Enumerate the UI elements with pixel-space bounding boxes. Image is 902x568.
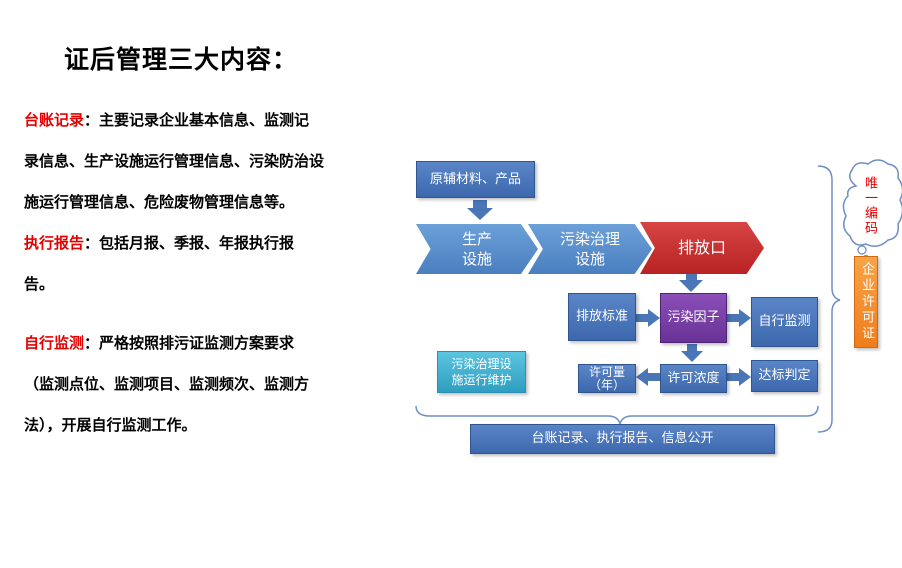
section-ledger: 台账记录：主要记录企业基本信息、监测记录信息、生产设施运行管理信息、污染防治设施…: [24, 100, 324, 223]
section-sep: ：: [84, 111, 100, 129]
factor-box: 污染因子: [660, 293, 727, 343]
page-title: 证后管理三大内容：: [64, 45, 299, 74]
outlet-chevron: 排放口: [640, 222, 764, 274]
arrow-right-icon: [727, 309, 751, 327]
section-monitoring: 自行监测：严格按照排污证监测方案要求（监测点位、监测项目、监测频次、监测方法），…: [24, 323, 324, 446]
bubble-dot: [857, 245, 867, 255]
bottom-records-box: 台账记录、执行报告、信息公开: [470, 424, 775, 454]
section-text: 包括月报、季报、年报执行报告。: [24, 234, 295, 293]
permit-amount-box: 许可量 （年）: [578, 364, 636, 393]
section-text: 主要记录企业基本信息、监测记录信息、生产设施运行管理信息、污染防治设施运行管理信…: [24, 111, 325, 211]
chevron-line: 设施: [461, 250, 492, 268]
thought-bubble-icon: [842, 159, 902, 247]
maintenance-box: 污染治理设 施运行维护: [437, 351, 526, 393]
arrow-down-icon: [467, 200, 493, 220]
box-line: （年）: [588, 377, 625, 392]
raw-materials-box: 原辅材料、产品: [416, 161, 535, 198]
section-heading: 台账记录: [24, 111, 85, 129]
arrow-left-icon: [636, 368, 660, 386]
unique-code-text: 唯一编码: [862, 176, 877, 236]
treatment-chevron: 污染治理 设施: [528, 224, 652, 274]
chevron-line: 生产: [461, 230, 492, 248]
section-sep: ：: [84, 234, 100, 252]
section-heading: 执行报告: [24, 234, 85, 252]
chevron-line: 污染治理: [559, 230, 620, 248]
arrow-down-icon: [681, 344, 703, 362]
box-line: 许可量: [588, 364, 625, 379]
arrow-right-icon: [636, 309, 660, 327]
section-text: 严格按照排污证监测方案要求（监测点位、监测项目、监测频次、监测方法），开展自行监…: [24, 334, 310, 434]
box-line: 污染治理设: [451, 357, 512, 371]
permit-concentration-box: 许可浓度: [660, 364, 727, 393]
chevron-line: 设施: [574, 250, 605, 268]
compliance-box: 达标判定: [751, 360, 818, 392]
arrow-down-icon: [679, 272, 703, 292]
box-line: 施运行维护: [451, 373, 512, 387]
section-heading: 自行监测: [24, 334, 85, 352]
arrow-right-icon: [727, 368, 751, 386]
bottom-brace: [415, 405, 819, 425]
right-brace: [817, 165, 841, 433]
license-box: 企业许可证: [854, 256, 878, 348]
section-report: 执行报告：包括月报、季报、年报执行报告。: [24, 223, 324, 305]
self-monitoring-box: 自行监测: [751, 297, 818, 347]
chevron-line: 排放口: [677, 238, 726, 257]
content-text: 台账记录：主要记录企业基本信息、监测记录信息、生产设施运行管理信息、污染防治设施…: [24, 100, 324, 446]
section-sep: ：: [84, 334, 100, 352]
standard-box: 排放标准: [568, 293, 636, 341]
production-chevron: 生产 设施: [416, 224, 538, 274]
